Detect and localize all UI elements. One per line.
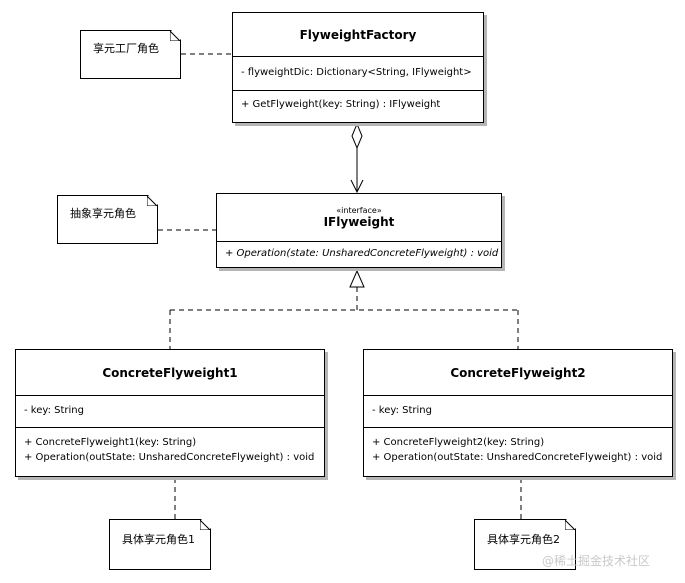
concrete-flyweight2-attributes: - key: String xyxy=(364,396,672,428)
concrete2-role-note: 具体享元角色2 xyxy=(474,519,576,570)
operation: + Operation(outState: UnsharedConcreteFl… xyxy=(372,452,663,463)
concrete-flyweight1-class: ConcreteFlyweight1 - key: String + Concr… xyxy=(15,349,325,477)
class-name: FlyweightFactory xyxy=(299,27,417,42)
flyweight-factory-class: FlyweightFactory - flyweightDic: Diction… xyxy=(232,12,484,123)
note-text: 抽象享元角色 xyxy=(70,207,136,220)
note-fold-icon xyxy=(565,520,575,530)
note-text: 具体享元角色1 xyxy=(122,533,195,546)
operation: + Operation(outState: UnsharedConcreteFl… xyxy=(24,452,315,463)
note-fold-icon xyxy=(170,31,180,41)
aggregation-connector xyxy=(350,122,364,194)
iflyweight-header: «interface» IFlyweight xyxy=(217,194,501,242)
concrete-flyweight1-attributes: - key: String xyxy=(16,396,324,428)
concrete-flyweight1-operations: + ConcreteFlyweight1(key: String) + Oper… xyxy=(16,428,324,468)
aggregation-diamond xyxy=(351,122,363,150)
class-name: ConcreteFlyweight2 xyxy=(450,365,586,380)
note-text: 具体享元角色2 xyxy=(487,533,560,546)
abstract-role-note: 抽象享元角色 xyxy=(57,195,158,244)
operation: + GetFlyweight(key: String) : IFlyweight xyxy=(241,99,441,110)
attribute: - key: String xyxy=(372,405,432,416)
class-name: ConcreteFlyweight1 xyxy=(102,365,238,380)
class-name: IFlyweight xyxy=(323,215,395,229)
note-fold-icon xyxy=(200,520,210,530)
attribute: - key: String xyxy=(24,405,84,416)
aggregation-arrowhead xyxy=(350,179,364,194)
concrete-flyweight2-header: ConcreteFlyweight2 xyxy=(364,350,672,396)
note-text: 享元工厂角色 xyxy=(93,42,159,55)
concrete-flyweight1-header: ConcreteFlyweight1 xyxy=(16,350,324,396)
concrete-flyweight2-operations: + ConcreteFlyweight2(key: String) + Oper… xyxy=(364,428,672,468)
operation: + ConcreteFlyweight1(key: String) xyxy=(24,437,197,448)
attribute: - flyweightDic: Dictionary<String, IFlyw… xyxy=(241,67,472,78)
flyweight-factory-header: FlyweightFactory xyxy=(233,13,483,57)
operation: + Operation(state: UnsharedConcreteFlywe… xyxy=(225,248,499,259)
flyweight-factory-operations: + GetFlyweight(key: String) : IFlyweight xyxy=(233,91,483,115)
realization-connector xyxy=(169,269,519,349)
concrete1-role-note: 具体享元角色1 xyxy=(109,519,211,570)
realization-triangle xyxy=(349,269,365,288)
stereotype: «interface» xyxy=(336,206,382,215)
iflyweight-interface: «interface» IFlyweight + Operation(state… xyxy=(216,193,502,268)
note-fold-icon xyxy=(147,196,157,206)
concrete-flyweight2-class: ConcreteFlyweight2 - key: String + Concr… xyxy=(363,349,673,477)
iflyweight-operations: + Operation(state: UnsharedConcreteFlywe… xyxy=(217,242,501,264)
flyweight-factory-attributes: - flyweightDic: Dictionary<String, IFlyw… xyxy=(233,57,483,91)
watermark: @稀土掘金技术社区 xyxy=(542,554,651,568)
operation: + ConcreteFlyweight2(key: String) xyxy=(372,437,545,448)
factory-role-note: 享元工厂角色 xyxy=(80,30,181,79)
